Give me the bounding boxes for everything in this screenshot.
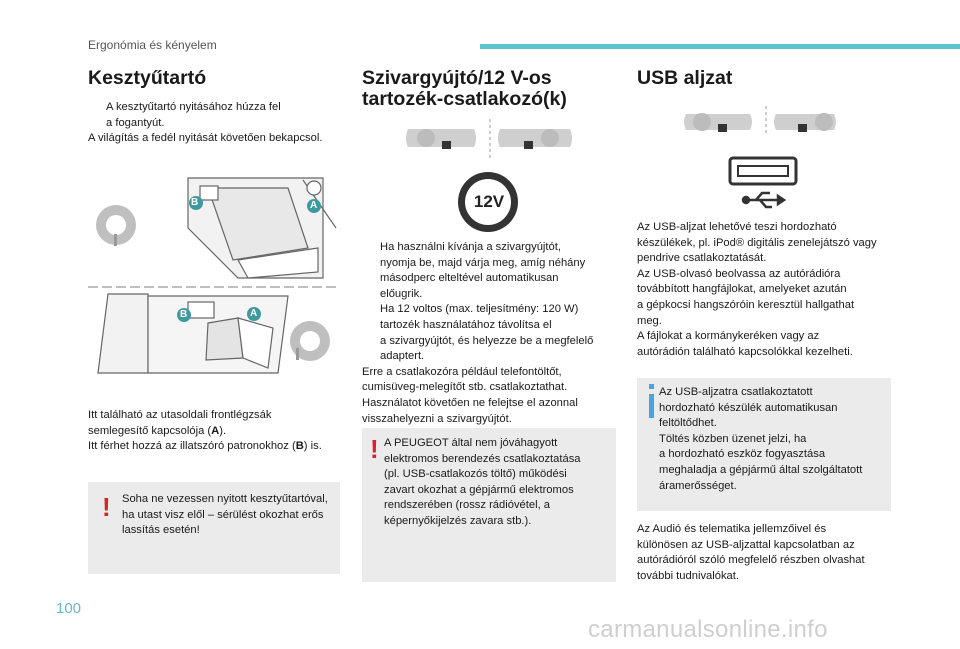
badge-b-top <box>189 196 203 210</box>
usb-illustration <box>684 106 836 209</box>
lighter-illustration <box>406 119 572 232</box>
warning-icon: ! <box>102 492 111 522</box>
socket-12v-label: 12V <box>473 192 505 211</box>
label-b-top: B <box>191 197 199 208</box>
badge-a-bottom <box>247 307 261 321</box>
usb-port-icon <box>728 156 798 186</box>
badge-a-top <box>307 199 321 213</box>
glovebox-illustration <box>88 177 340 374</box>
usb-title: USB aljzat <box>637 67 733 89</box>
badge-b-bottom <box>177 308 191 322</box>
label-a-bottom: A <box>250 308 258 319</box>
usb-description: Az USB-aljzat lehetővé teszi hordozható … <box>637 221 877 358</box>
airbag-line2: semlegesítő kapcsolója (A). <box>88 424 227 437</box>
glovebox-warning-box: ! Soha ne vezessen nyitott kesztyűtartóv… <box>88 482 340 574</box>
airbag-line3: Itt férhet hozzá az illatszóró patronokh… <box>88 440 322 453</box>
lighter-bullet-2: Ha 12 voltos (max. teljesítmény: 120 W)t… <box>380 303 594 363</box>
watermark: carmanualsonline.info <box>588 616 828 643</box>
page-number: 100 <box>56 600 82 617</box>
bullet-text-cont: a fogantyút. <box>106 116 165 129</box>
lighter-para: Erre a csatlakozóra például telefontöltő… <box>362 365 578 425</box>
header-accent-bar <box>480 44 960 49</box>
12v-socket-icon <box>458 172 518 232</box>
glovebox-intro: A kesztyűtartó nyitásához húzza fel a fo… <box>88 100 348 147</box>
label-b-bottom: B <box>180 309 188 320</box>
airbag-text: Itt található az utasoldali frontlégzsák… <box>88 408 348 455</box>
lighter-instructions: Ha használni kívánja a szivargyújtót,nyo… <box>362 240 616 427</box>
steering-wheel-icon <box>96 205 136 246</box>
airbag-line1: Itt található az utasoldali frontlégzsák <box>88 409 272 421</box>
info-icon <box>649 384 654 418</box>
section-header: Ergonómia és kényelem <box>88 38 217 52</box>
bullet-text: A kesztyűtartó nyitásához húzza fel <box>106 101 281 113</box>
light-note: A világítás a fedél nyitását követően be… <box>88 132 323 145</box>
usb-symbol-icon <box>741 191 787 209</box>
glovebox-bullet: A kesztyűtartó nyitásához húzza fel a fo… <box>88 100 348 131</box>
lighter-bullet-1: Ha használni kívánja a szivargyújtót,nyo… <box>380 241 586 300</box>
glovebox-title: Kesztyűtartó <box>88 67 207 89</box>
label-a-top: A <box>310 200 318 211</box>
warning-icon: ! <box>370 434 379 464</box>
glovebox-warning-text: Soha ne vezessen nyitott kesztyűtartóval… <box>122 493 328 537</box>
